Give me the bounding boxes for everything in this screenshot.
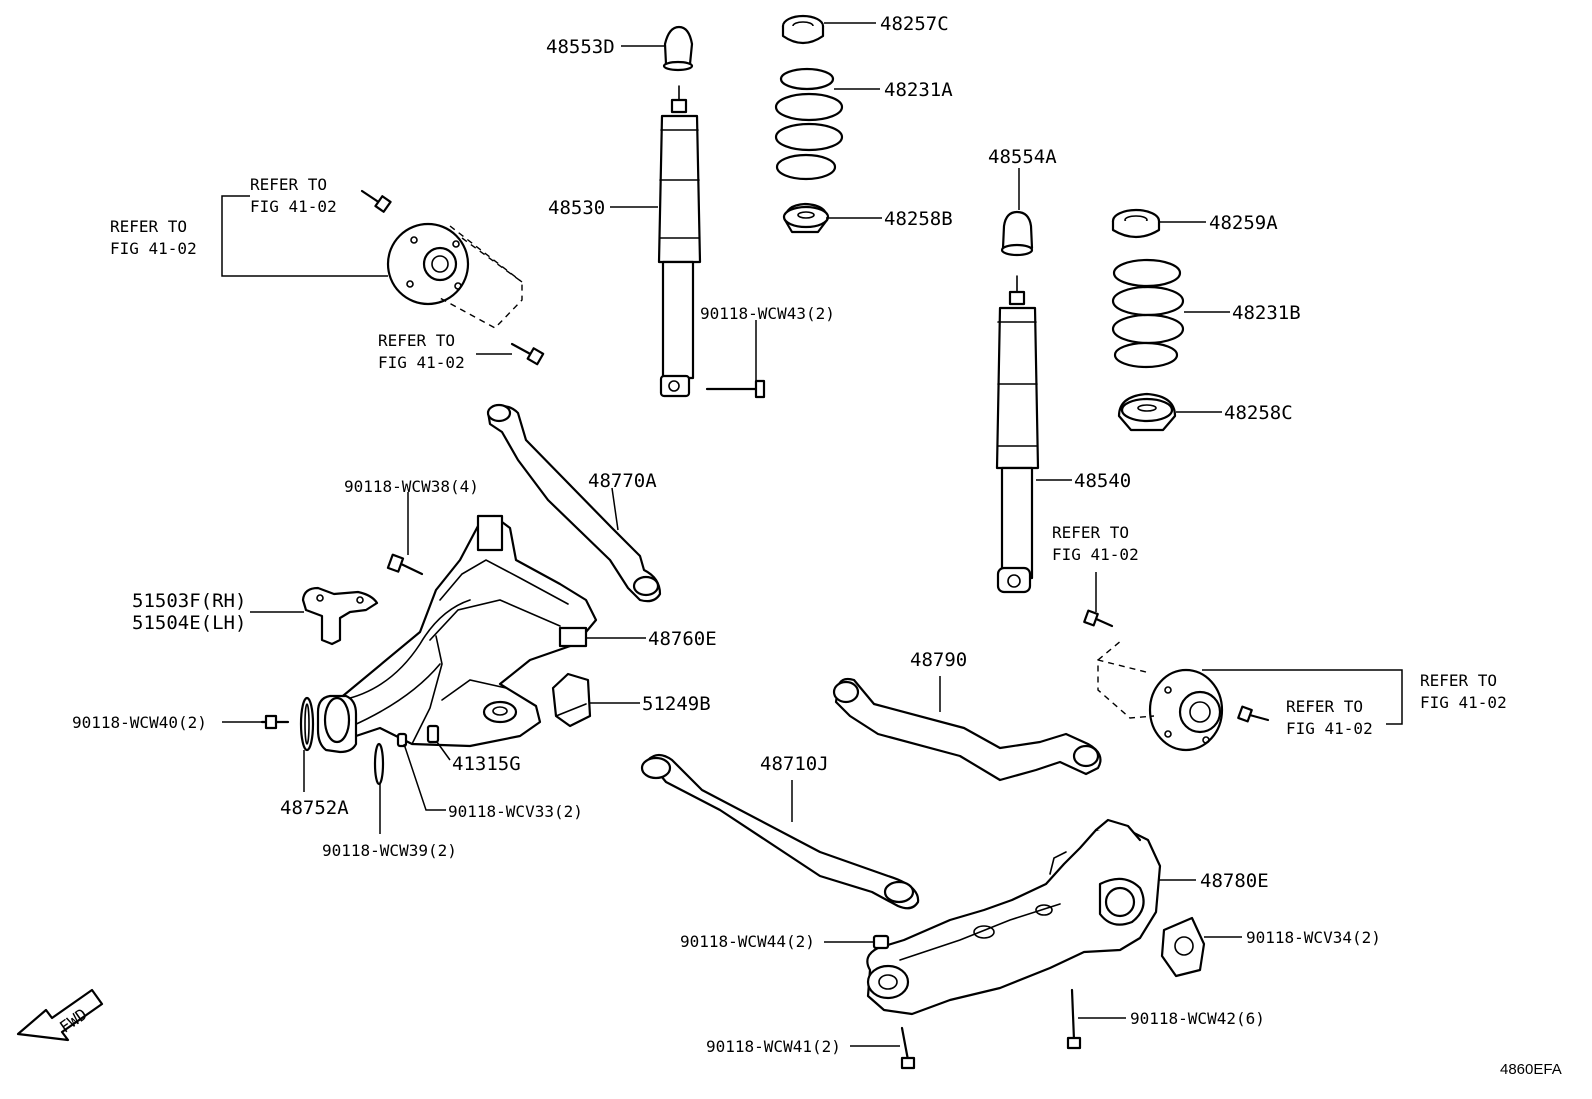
hub-assembly-right (1083, 609, 1270, 752)
label-48259a: 48259A (1209, 212, 1278, 234)
refer-note-5-line2: FIG 41-02 (1420, 693, 1507, 712)
arm-48770a (486, 403, 662, 603)
shock-absorber-48530 (657, 85, 702, 398)
leader-lines (221, 22, 1403, 1047)
coil-spring-48231b (1111, 258, 1185, 369)
trailing-arm-48780e (866, 818, 1162, 1016)
label-48231b: 48231B (1232, 302, 1301, 324)
label-51504e: 51504E(LH) (132, 612, 246, 634)
label-48770a: 48770A (588, 470, 657, 492)
bolt-90118-wcw40 (260, 714, 290, 730)
label-48258b: 48258B (884, 208, 953, 230)
label-48257c: 48257C (880, 13, 949, 35)
refer-note-2-line1: REFER TO (110, 217, 187, 236)
label-90118-wcv34: 90118-WCV34(2) (1246, 928, 1381, 947)
refer-note-4-line2: FIG 41-02 (1052, 545, 1139, 564)
label-48780e: 48780E (1200, 870, 1269, 892)
arm-48710j (640, 753, 920, 910)
fwd-arrow-icon: FWD (16, 988, 104, 1042)
stopper-51249b (551, 672, 592, 728)
label-90118-wcw40: 90118-WCW40(2) (72, 713, 207, 732)
bump-stopper-48554a (1000, 210, 1034, 257)
upper-seat-48257c (781, 14, 825, 45)
bracket-51503f (301, 586, 379, 646)
illustration-code: 4860EFA (1500, 1061, 1562, 1078)
refer-note-1-line1: REFER TO (250, 175, 327, 194)
bolt-90118-wcw41 (900, 1026, 916, 1070)
nut-90118-wcw44 (872, 934, 890, 950)
hub-assembly-left (360, 189, 545, 366)
label-51503f: 51503F(RH) (132, 590, 246, 612)
bolt-90118-wcw42 (1066, 988, 1082, 1050)
bump-stopper-48553d (662, 25, 694, 72)
label-48554a: 48554A (988, 146, 1057, 168)
refer-note-4-line1: REFER TO (1052, 523, 1129, 542)
bolt-90118-wcw38 (386, 553, 424, 576)
label-90118-wcw39: 90118-WCW39(2) (322, 841, 457, 860)
plate-90118-wcv34 (1160, 916, 1206, 978)
label-48553d: 48553D (546, 36, 615, 58)
lower-seat-48258c (1117, 392, 1177, 432)
label-48540: 48540 (1074, 470, 1131, 492)
label-48752a: 48752A (280, 797, 349, 819)
refer-note-3-line2: FIG 41-02 (378, 353, 465, 372)
label-41315g: 41315G (452, 753, 521, 775)
label-48760e: 48760E (648, 628, 717, 650)
refer-note-6-line2: FIG 41-02 (1286, 719, 1373, 738)
label-51249b: 51249B (642, 693, 711, 715)
label-90118-wcw43: 90118-WCW43(2) (700, 304, 835, 323)
coil-spring-48231a (774, 67, 844, 181)
refer-note-2-line2: FIG 41-02 (110, 239, 197, 258)
label-90118-wcw44: 90118-WCW44(2) (680, 932, 815, 951)
label-48710j: 48710J (760, 753, 829, 775)
label-90118-wcw38: 90118-WCW38(4) (344, 477, 479, 496)
refer-note-5-line1: REFER TO (1420, 671, 1497, 690)
bolt-90118-wcw43 (705, 379, 766, 399)
label-48530: 48530 (548, 197, 605, 219)
refer-note-3-line1: REFER TO (378, 331, 455, 350)
label-90118-wcw41: 90118-WCW41(2) (706, 1037, 841, 1056)
small-parts-cluster (373, 724, 440, 786)
label-48231a: 48231A (884, 79, 953, 101)
label-90118-wcw42: 90118-WCW42(6) (1130, 1009, 1265, 1028)
bushing-48752a (299, 696, 315, 752)
refer-note-6-line1: REFER TO (1286, 697, 1363, 716)
label-90118-wcv33: 90118-WCV33(2) (448, 802, 583, 821)
labels: 48553D 48257C 48231A 48530 48258B 48554A… (72, 13, 1507, 1056)
label-48258c: 48258C (1224, 402, 1293, 424)
lower-seat-48258b (782, 202, 830, 234)
suspension-member (316, 514, 598, 754)
arm-48790 (832, 677, 1102, 782)
shock-absorber-48540 (995, 275, 1040, 594)
upper-seat-48259a (1111, 208, 1161, 239)
label-48790: 48790 (910, 649, 967, 671)
refer-note-1-line2: FIG 41-02 (250, 197, 337, 216)
